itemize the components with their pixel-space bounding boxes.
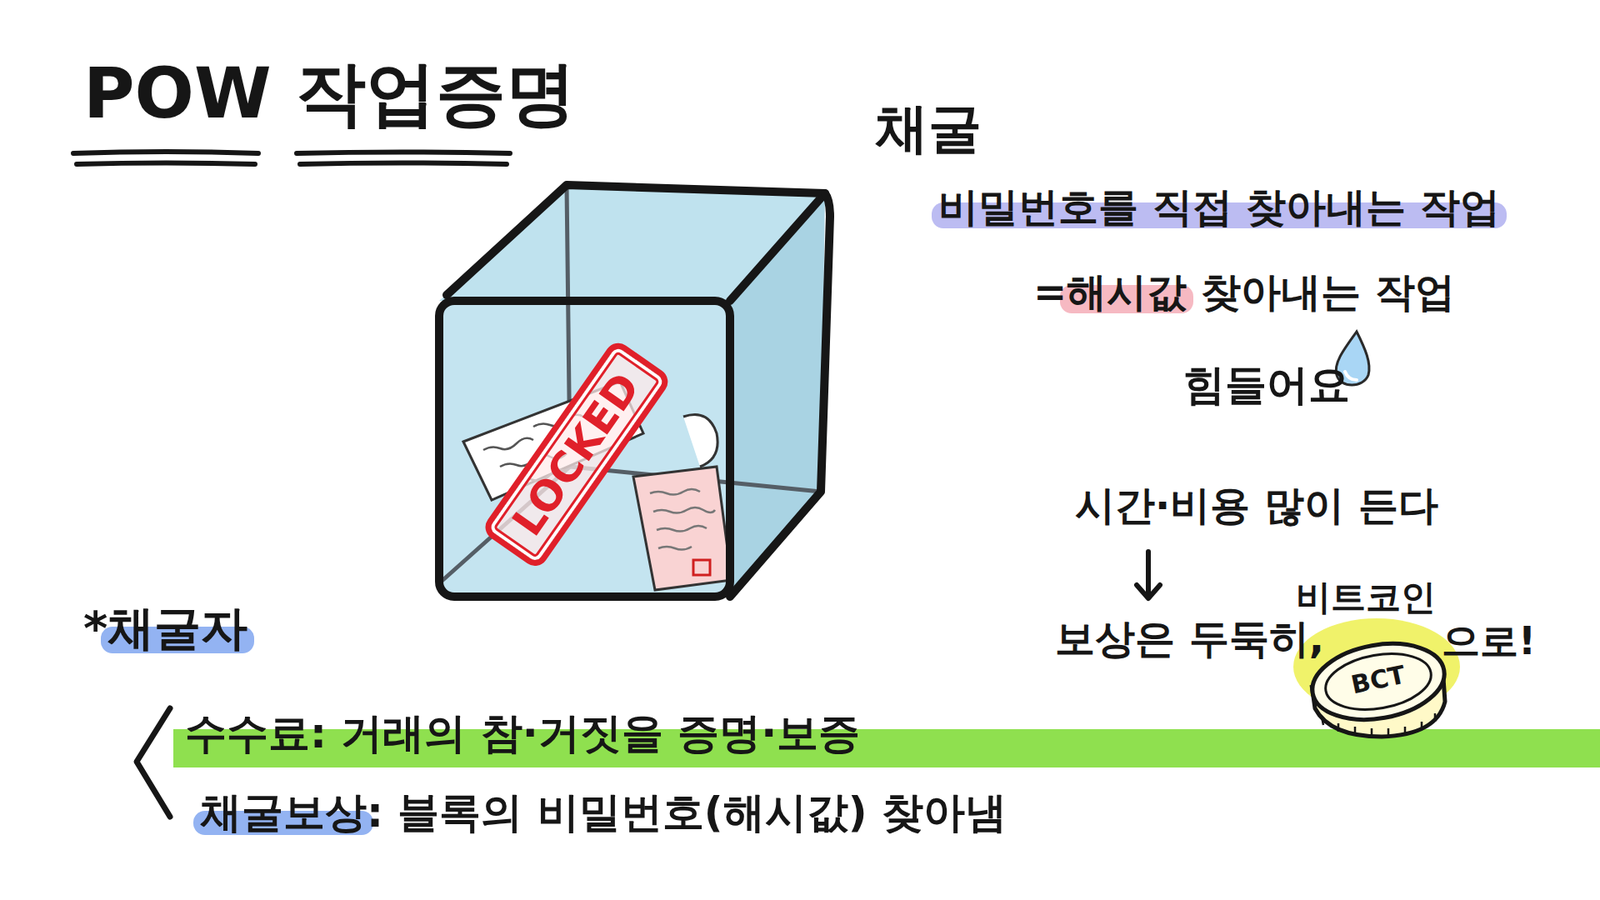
glass-cube — [439, 185, 830, 597]
definition-text: 수수료: 거래의 참·거짓을 증명·보증 — [185, 708, 860, 759]
note-text: 시간·비용 많이 든다 — [1075, 481, 1439, 530]
section-heading: 채굴 — [875, 96, 982, 161]
down-arrow — [1136, 551, 1160, 599]
note-text: 보상은 두둑히, — [1055, 615, 1325, 664]
section-heading: *채굴자 — [83, 600, 248, 656]
definition-text: 채굴보상: 블록의 비밀번호(해시값) 찾아냄 — [200, 787, 1007, 838]
note-text: 으로! — [1441, 618, 1536, 665]
title-underline — [73, 151, 510, 165]
page-title: POW 작업증명 — [83, 51, 576, 136]
definition-text: 비밀번호를 직접 찾아내는 작업 — [938, 183, 1500, 232]
coin: BCT — [1305, 633, 1452, 742]
note-text: 비트코인 — [1295, 576, 1436, 619]
definition-text: =해시값 찾아내는 작업 — [1033, 268, 1455, 317]
bracket — [136, 708, 170, 817]
note-text: 힘들어요 — [1183, 360, 1350, 410]
